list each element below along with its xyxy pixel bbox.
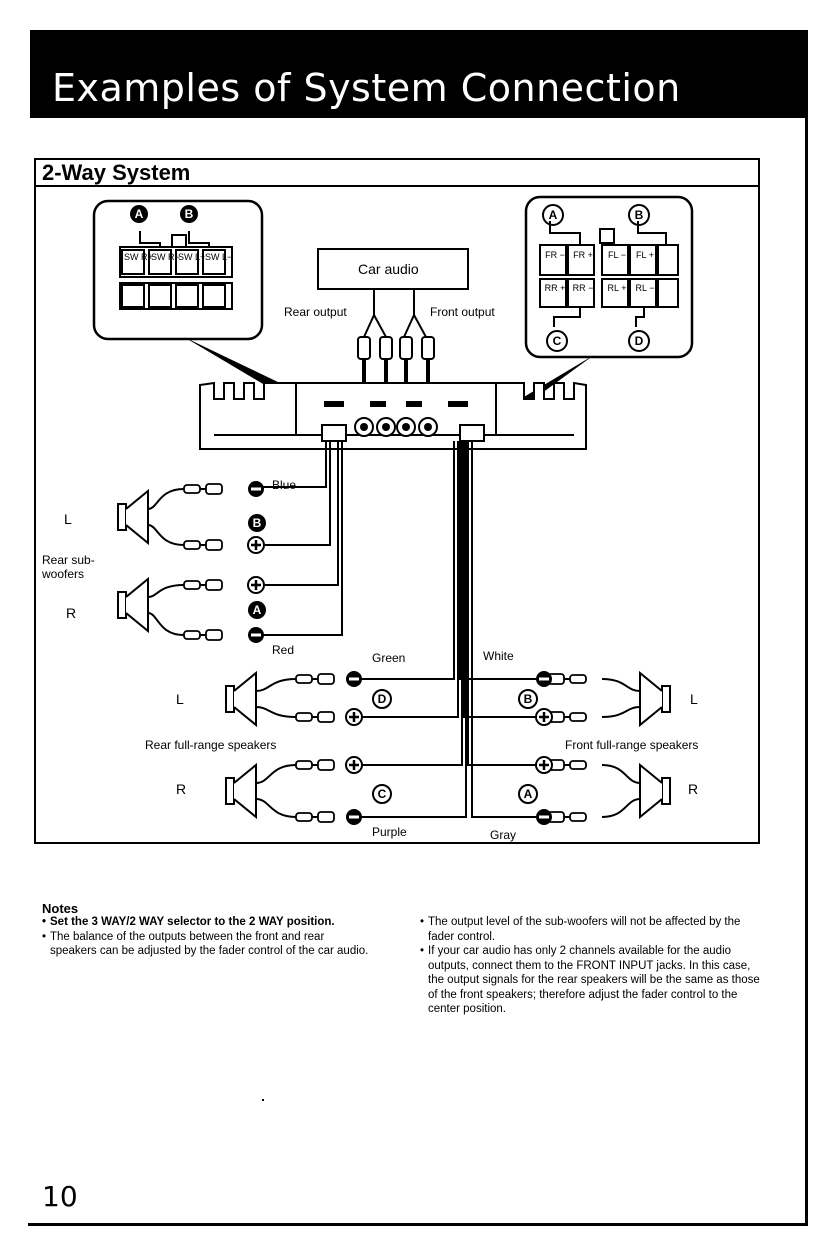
pin-label: SW L− bbox=[205, 252, 233, 262]
marker-d-icon: D bbox=[372, 689, 392, 709]
wire-color-gray: Gray bbox=[490, 828, 517, 842]
amplifier bbox=[199, 381, 587, 450]
wire-color-purple: Purple bbox=[372, 825, 407, 839]
car-audio-label: Car audio bbox=[358, 261, 419, 277]
front-fullrange-right bbox=[639, 764, 671, 818]
rear-fullrange-left bbox=[225, 672, 257, 726]
pin-label: FR − bbox=[545, 250, 565, 260]
page-border-right bbox=[805, 30, 808, 1226]
notes-right-column: The output level of the sub-woofers will… bbox=[420, 915, 765, 1017]
wire-color-red: Red bbox=[272, 643, 295, 657]
channel-left: L bbox=[176, 691, 184, 707]
diagram-frame bbox=[34, 158, 760, 844]
pin-label: FL − bbox=[608, 250, 626, 260]
rear-subwoofers-label: Rear sub- woofers bbox=[42, 553, 95, 581]
pin-label: RL − bbox=[635, 283, 655, 293]
marker-b-icon: B bbox=[518, 689, 538, 709]
marker-b-icon: B bbox=[248, 514, 266, 532]
pin-label: SW R+ bbox=[124, 252, 153, 262]
note-item: If your car audio has only 2 channels av… bbox=[420, 944, 765, 1017]
pin-label: SW R− bbox=[151, 252, 180, 262]
wire-color-white: White bbox=[483, 649, 514, 663]
wiring-diagram bbox=[92, 195, 694, 825]
channel-right: R bbox=[66, 605, 77, 621]
stray-mark bbox=[262, 1099, 264, 1101]
front-fullrange-left bbox=[639, 672, 671, 726]
channel-right: R bbox=[688, 781, 699, 797]
note-item: The balance of the outputs between the f… bbox=[42, 930, 372, 959]
rear-fullrange-right bbox=[225, 764, 257, 818]
marker-a-icon: A bbox=[130, 205, 148, 223]
marker-c-icon: C bbox=[546, 330, 568, 352]
marker-d-icon: D bbox=[628, 330, 650, 352]
page-border-bottom bbox=[28, 1223, 808, 1226]
notes-left-column: Set the 3 WAY/2 WAY selector to the 2 WA… bbox=[42, 915, 372, 959]
section-title: 2-Way System bbox=[42, 160, 191, 185]
rear-output-label: Rear output bbox=[284, 305, 347, 319]
marker-c-icon: C bbox=[372, 784, 392, 804]
car-audio-unit bbox=[317, 248, 469, 290]
channel-left: L bbox=[64, 511, 72, 527]
marker-b-icon: B bbox=[628, 204, 650, 226]
header-bar bbox=[30, 30, 808, 118]
left-connector-callout bbox=[92, 199, 330, 419]
marker-a-icon: A bbox=[248, 601, 266, 619]
marker-a-icon: A bbox=[542, 204, 564, 226]
page-number: 10 bbox=[42, 1180, 78, 1213]
page-title: Examples of System Connection bbox=[52, 66, 681, 110]
pin-label: RR − bbox=[572, 283, 594, 293]
pin-label: FL + bbox=[636, 250, 654, 260]
channel-left: L bbox=[690, 691, 698, 707]
section-divider bbox=[34, 185, 760, 187]
pin-label: FR + bbox=[573, 250, 593, 260]
front-fullrange-label: Front full-range speakers bbox=[565, 738, 699, 752]
pin-label: RL + bbox=[607, 283, 627, 293]
wire-color-blue: Blue bbox=[272, 478, 297, 492]
terminal-minus-icon bbox=[248, 481, 264, 497]
channel-right: R bbox=[176, 781, 187, 797]
terminal-plus-icon bbox=[246, 575, 266, 595]
wire-color-green: Green bbox=[372, 651, 406, 665]
pin-label: RR + bbox=[544, 283, 566, 293]
marker-a-icon: A bbox=[518, 784, 538, 804]
front-output-label: Front output bbox=[430, 305, 495, 319]
note-item: Set the 3 WAY/2 WAY selector to the 2 WA… bbox=[42, 915, 372, 930]
terminal-minus-icon bbox=[248, 627, 264, 643]
note-item: The output level of the sub-woofers will… bbox=[420, 915, 765, 944]
marker-b-icon: B bbox=[180, 205, 198, 223]
terminal-plus-icon bbox=[246, 535, 266, 555]
rear-fullrange-label: Rear full-range speakers bbox=[145, 738, 277, 752]
rear-subwoofer-right bbox=[117, 578, 149, 632]
rear-subwoofer-left bbox=[117, 490, 149, 544]
pin-label: SW L+ bbox=[178, 252, 206, 262]
notes-heading: Notes bbox=[42, 901, 79, 916]
